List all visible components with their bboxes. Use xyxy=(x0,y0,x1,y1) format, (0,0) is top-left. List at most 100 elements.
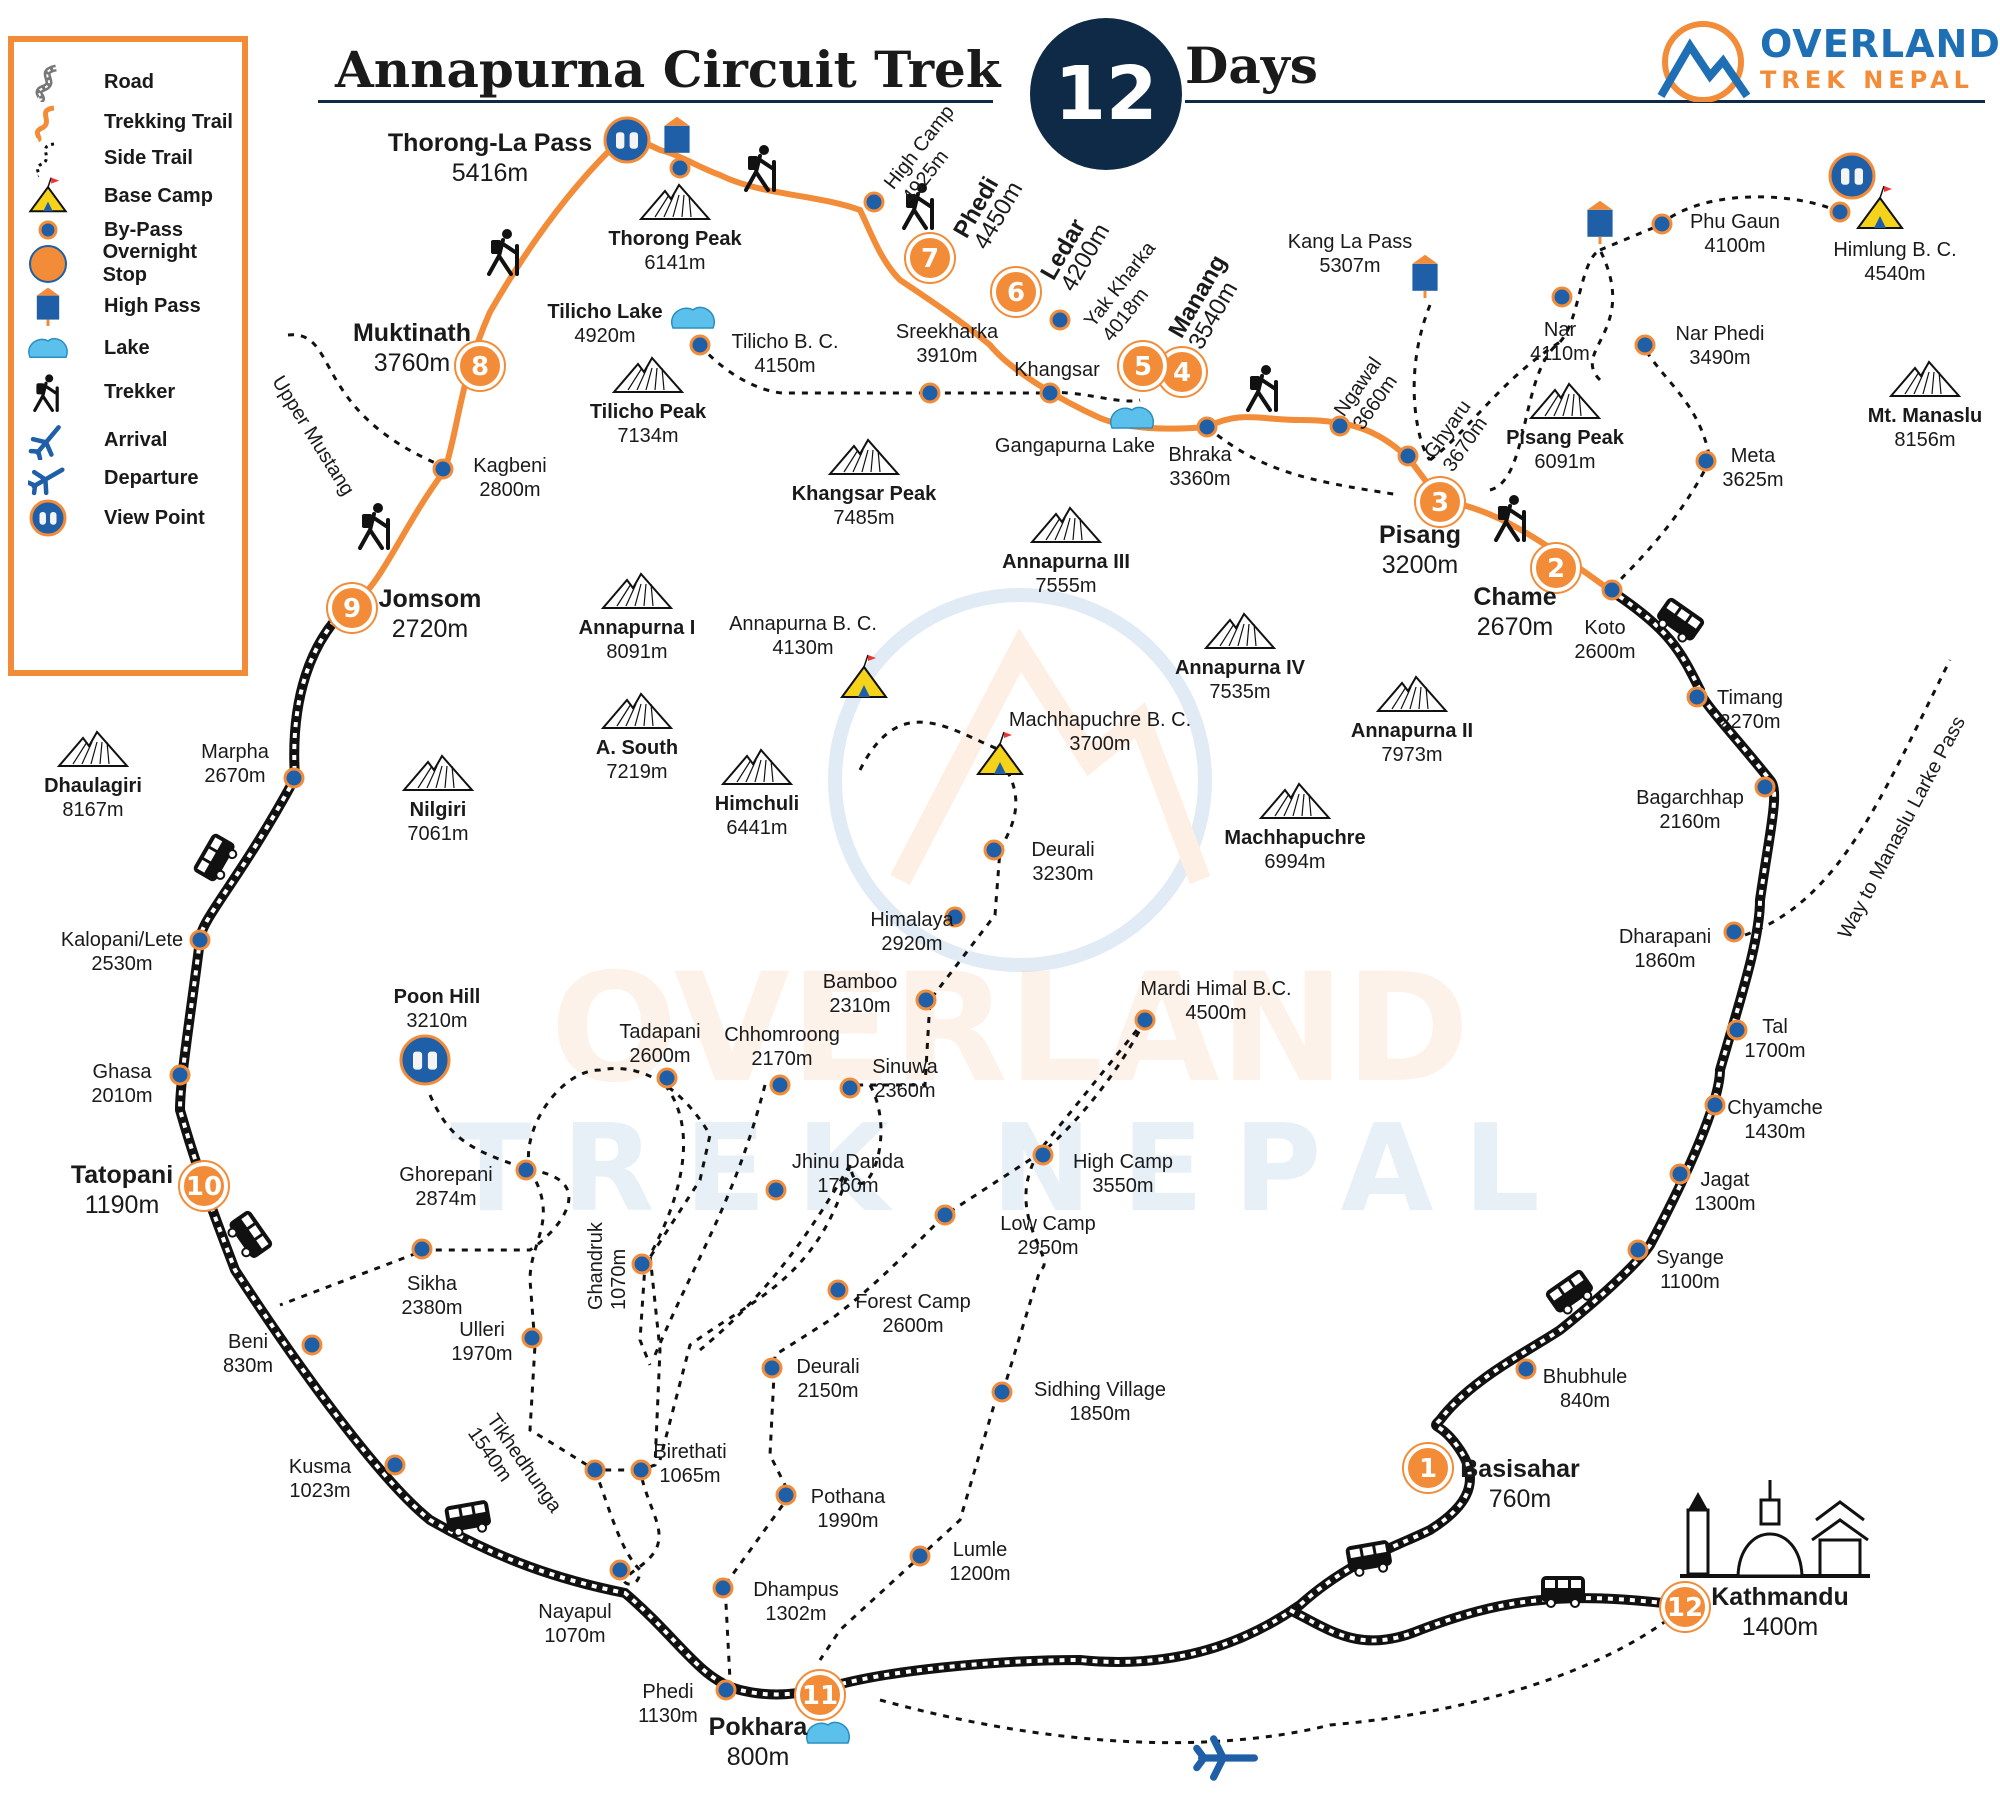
trekker-icon xyxy=(33,374,59,412)
bypass-dot[interactable] xyxy=(775,1484,797,1506)
bypass-dot[interactable] xyxy=(1397,445,1419,467)
bypass-dot[interactable] xyxy=(521,1327,543,1349)
bypass-dot[interactable] xyxy=(411,1238,433,1260)
bypass-dot[interactable] xyxy=(689,334,711,356)
view-point-icon xyxy=(603,116,651,164)
overnight-stop-marker[interactable]: 9 xyxy=(326,582,378,634)
place-name: Kathmandu xyxy=(1711,1583,1849,1611)
place-elevation: 7485m xyxy=(833,507,895,529)
bypass-dot[interactable] xyxy=(991,1381,1013,1403)
overnight-stop-marker[interactable]: 5 xyxy=(1117,340,1169,392)
place-elevation: 2010m xyxy=(91,1085,153,1107)
bypass-dot[interactable] xyxy=(769,1074,791,1096)
place-elevation: 2150m xyxy=(797,1380,859,1402)
bypass-dot[interactable] xyxy=(915,989,937,1011)
place-elevation: 1400m xyxy=(1741,1613,1819,1641)
place-elevation: 1300m xyxy=(1694,1193,1756,1215)
overnight-stop-marker[interactable]: 3 xyxy=(1414,476,1466,528)
place-elevation: 1200m xyxy=(949,1563,1011,1585)
place-name: Ghandruk xyxy=(585,1222,607,1310)
bypass-dot[interactable] xyxy=(1032,1144,1054,1166)
bypass-dot[interactable] xyxy=(1686,686,1708,708)
bypass-dot[interactable] xyxy=(656,1067,678,1089)
place-elevation: 2600m xyxy=(1574,641,1636,663)
bypass-dot[interactable] xyxy=(839,1077,861,1099)
overnight-stop-marker[interactable]: 1 xyxy=(1402,1442,1454,1494)
bypass-dot[interactable] xyxy=(1695,450,1717,472)
bypass-dot[interactable] xyxy=(983,839,1005,861)
bypass-dot[interactable] xyxy=(1726,1019,1748,1041)
bypass-dot[interactable] xyxy=(584,1459,606,1481)
bypass-dot[interactable] xyxy=(1134,1009,1156,1031)
bypass-dot[interactable] xyxy=(515,1159,537,1181)
bypass-dot[interactable] xyxy=(1049,309,1071,331)
overnight-stop-marker[interactable]: 12 xyxy=(1659,1581,1711,1633)
overnight-stop-marker[interactable]: 10 xyxy=(178,1160,230,1212)
overnight-stop-marker[interactable]: 2 xyxy=(1530,542,1582,594)
bypass-dot[interactable] xyxy=(1669,1163,1691,1185)
bypass-dot[interactable] xyxy=(432,458,454,480)
bypass-dot[interactable] xyxy=(1039,382,1061,404)
overnight-stop-marker[interactable]: 6 xyxy=(990,266,1042,318)
place-name: Pisang Peak xyxy=(1506,427,1624,449)
place-elevation: 7134m xyxy=(617,425,679,447)
bypass-dot[interactable] xyxy=(1704,1094,1726,1116)
bypass-dot[interactable] xyxy=(863,191,885,213)
overnight-stop-marker[interactable]: 11 xyxy=(794,1669,846,1721)
bypass-dot[interactable] xyxy=(301,1334,323,1356)
place-name: Poon Hill xyxy=(393,986,481,1008)
bypass-dot[interactable] xyxy=(1651,213,1673,235)
overnight-stop-marker[interactable]: 4 xyxy=(1156,346,1208,398)
bypass-dot[interactable] xyxy=(827,1279,849,1301)
bypass-dot[interactable] xyxy=(712,1577,734,1599)
place-elevation: 4500m xyxy=(1185,1002,1247,1024)
bypass-dot[interactable] xyxy=(1754,776,1776,798)
bypass-dot[interactable] xyxy=(715,1679,737,1701)
place-name: Gangapurna Lake xyxy=(994,435,1156,457)
bypass-dot[interactable] xyxy=(283,767,305,789)
place-name: Bhubhule xyxy=(1542,1366,1628,1388)
place-name: Annapurna III xyxy=(1002,551,1130,573)
bypass-dot[interactable] xyxy=(1515,1358,1537,1380)
bypass-dot[interactable] xyxy=(189,929,211,951)
bus-icon xyxy=(1541,1576,1585,1608)
bypass-dot[interactable] xyxy=(1634,334,1656,356)
bypass-dot[interactable] xyxy=(919,382,941,404)
bypass-dot[interactable] xyxy=(761,1357,783,1379)
bypass-dot[interactable] xyxy=(1829,201,1851,223)
bypass-dot[interactable] xyxy=(384,1454,406,1476)
bypass-dot[interactable] xyxy=(1627,1239,1649,1261)
bypass-dot[interactable] xyxy=(630,1459,652,1481)
bypass-dot[interactable] xyxy=(1551,286,1573,308)
base-camp-icon xyxy=(840,654,888,698)
bypass-dot[interactable] xyxy=(765,1179,787,1201)
bypass-dot[interactable] xyxy=(934,1204,956,1226)
brand-name: OVERLAND xyxy=(1760,22,2000,66)
bypass-dot[interactable] xyxy=(944,906,966,928)
bypass-dot[interactable] xyxy=(169,1064,191,1086)
legend-label: Overnight Stop xyxy=(102,241,198,286)
bypass-dot[interactable] xyxy=(631,1253,653,1275)
bypass-dot[interactable] xyxy=(1723,921,1745,943)
bypass-dot[interactable] xyxy=(909,1545,931,1567)
bypass-dot[interactable] xyxy=(609,1559,631,1581)
bypass-dot[interactable] xyxy=(1329,415,1351,437)
overnight-stop-marker[interactable]: 8 xyxy=(454,340,506,392)
bypass-dot[interactable] xyxy=(1601,579,1623,601)
bypass-dot[interactable] xyxy=(669,157,691,179)
mountain-peak-icon xyxy=(638,183,712,220)
bypass-dot[interactable] xyxy=(1196,416,1218,438)
overnight-stop-marker[interactable]: 7 xyxy=(904,232,956,284)
place-name: Lumle xyxy=(952,1539,1008,1561)
